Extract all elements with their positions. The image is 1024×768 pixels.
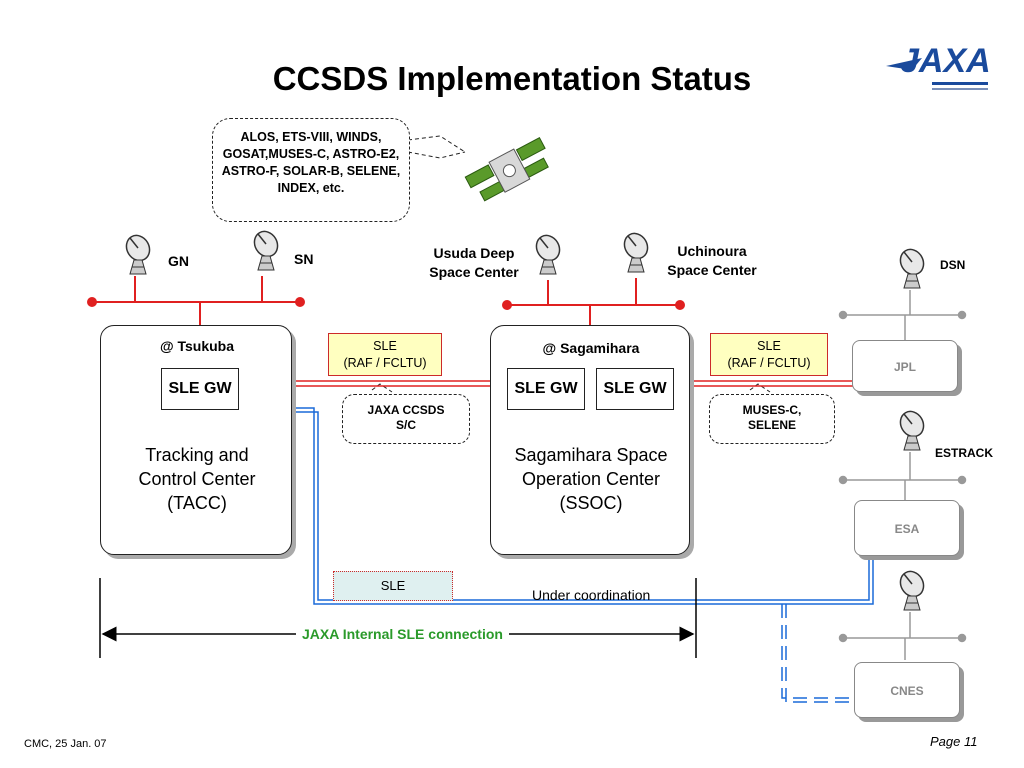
missions-bubble: ALOS, ETS-VIII, WINDS, GOSAT,MUSES-C, AS…	[212, 118, 410, 222]
sle-box-right: SLE(RAF / FCLTU)	[710, 333, 828, 376]
dsn-label: DSN	[940, 258, 966, 272]
sn-antenna-icon	[253, 230, 279, 271]
muses-selene-bubble: MUSES-C,SELENE	[709, 394, 835, 444]
esa-box: ESA	[854, 500, 960, 556]
cnes-antenna-icon	[899, 570, 925, 611]
sle-box-left: SLE(RAF / FCLTU)	[328, 333, 442, 376]
sn-label: SN	[294, 251, 314, 267]
usuda-antenna-icon	[535, 234, 561, 275]
satellite-icon	[464, 137, 549, 202]
svg-text:JAXA: JAXA	[900, 42, 991, 80]
estrack-label: ESTRACK	[935, 446, 994, 460]
ssoc-sle-gw-2: SLE GW	[596, 368, 674, 410]
under-coordination-label: Under coordination	[532, 587, 651, 603]
estrack-antenna-icon	[899, 410, 925, 451]
jpl-box: JPL	[852, 340, 958, 392]
ssoc-location: @ Sagamihara	[542, 340, 640, 356]
internal-connection-label: JAXA Internal SLE connection	[296, 626, 509, 642]
sle-blue-box: SLE	[333, 571, 453, 601]
tacc-location: @ Tsukuba	[159, 338, 235, 354]
gn-label: GN	[168, 253, 189, 269]
jaxa-logo: JAXA	[886, 42, 991, 90]
page-number: Page 11	[930, 734, 978, 749]
missions-bubble-pointer	[407, 135, 466, 159]
gn-antenna-icon	[125, 234, 151, 275]
uchinoura-antenna-icon	[623, 232, 649, 273]
ssoc-sle-gw-1: SLE GW	[507, 368, 585, 410]
tacc-sle-gw: SLE GW	[161, 368, 239, 410]
cnes-box: CNES	[854, 662, 960, 718]
slide-title: CCSDS Implementation Status	[272, 60, 752, 97]
footer-left: CMC, 25 Jan. 07	[24, 738, 107, 750]
dsn-antenna-icon	[899, 248, 925, 289]
